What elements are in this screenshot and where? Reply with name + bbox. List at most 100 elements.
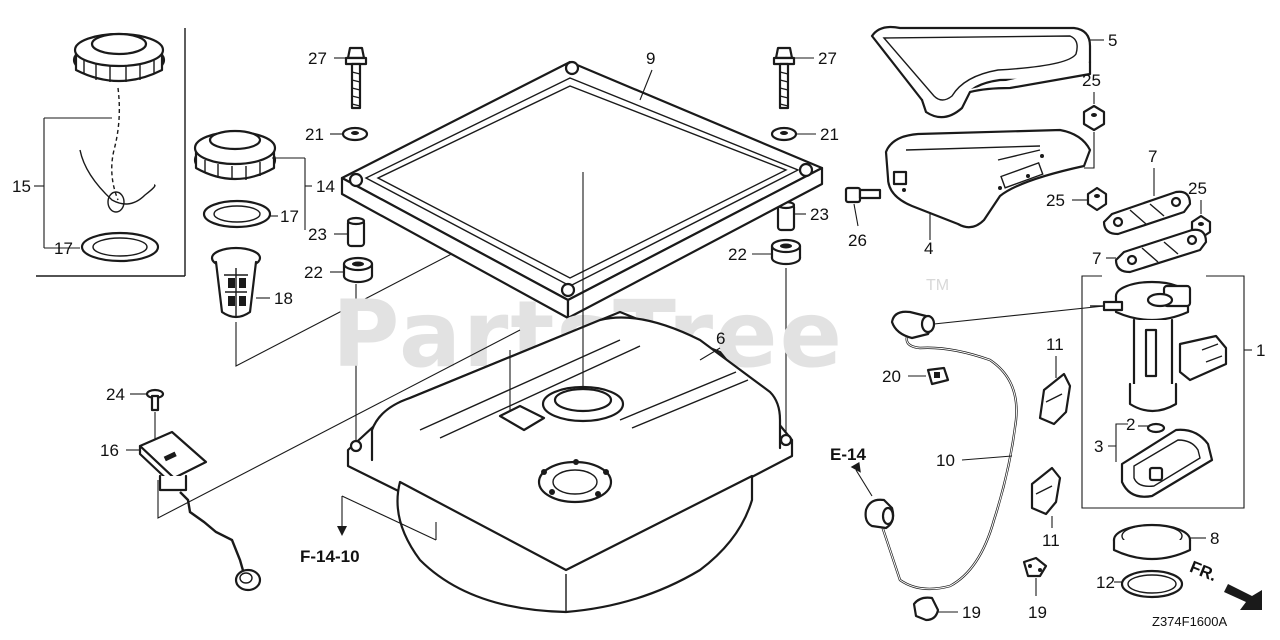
- callout-2: 2: [1126, 415, 1148, 434]
- hose-clip-upper-part[interactable]: [1038, 372, 1072, 426]
- pump-bracket-cover-part[interactable]: [884, 128, 1092, 229]
- hose-clip-lower-part[interactable]: [1030, 466, 1062, 516]
- callout-25-top: 25: [1082, 71, 1101, 104]
- screw-24-part[interactable]: [145, 388, 165, 412]
- svg-text:18: 18: [274, 289, 293, 308]
- clamp-bracket-upper-part[interactable]: [1102, 190, 1192, 236]
- o-ring-part[interactable]: [1146, 422, 1166, 434]
- svg-text:23: 23: [308, 225, 327, 244]
- grommet-left-part[interactable]: [342, 256, 374, 284]
- svg-text:19: 19: [1028, 603, 1047, 622]
- svg-text:FR.: FR.: [1187, 557, 1220, 585]
- callout-12: 12: [1096, 573, 1122, 592]
- fuel-cap-part[interactable]: [193, 129, 277, 181]
- fuel-hose-part[interactable]: [878, 310, 1018, 591]
- svg-text:1: 1: [1256, 341, 1265, 360]
- svg-text:2: 2: [1126, 415, 1135, 434]
- svg-text:20: 20: [882, 367, 901, 386]
- svg-text:15: 15: [12, 177, 31, 196]
- callout-22-left: 22: [304, 263, 344, 282]
- callout-8: 8: [1190, 529, 1219, 548]
- nut-left-part[interactable]: [1086, 186, 1108, 212]
- bolt-right-part[interactable]: [772, 46, 796, 110]
- callout-5: 5: [1090, 31, 1117, 50]
- hose-clip-20-part[interactable]: [926, 366, 950, 386]
- callout-15: 15: [12, 117, 112, 249]
- svg-text:E-14: E-14: [830, 445, 866, 464]
- grommet-right-part[interactable]: [770, 238, 802, 266]
- fuel-tank-tray-part[interactable]: [340, 60, 824, 320]
- bolt-left-part[interactable]: [344, 46, 368, 110]
- callout-23-left: 23: [308, 225, 348, 244]
- callout-14-17: 14 17: [270, 157, 335, 230]
- svg-text:8: 8: [1210, 529, 1219, 548]
- callout-26: 26: [848, 203, 867, 250]
- svg-text:21: 21: [305, 125, 324, 144]
- svg-text:23: 23: [810, 205, 829, 224]
- washer-right-part[interactable]: [770, 126, 798, 142]
- callout-11-lower: 11: [1042, 516, 1060, 550]
- callout-21-left: 21: [305, 125, 342, 144]
- svg-text:9: 9: [646, 49, 655, 68]
- callout-19-bottom: 19: [938, 603, 981, 622]
- fuel-pump-box: [1081, 275, 1245, 509]
- bolt-26-part[interactable]: [844, 186, 882, 204]
- tank-gasket-part[interactable]: [202, 199, 272, 229]
- svg-text:3: 3: [1094, 437, 1103, 456]
- svg-text:11: 11: [1042, 531, 1060, 550]
- front-direction-arrow: FR.: [1187, 557, 1262, 610]
- hose-connector-part[interactable]: [864, 498, 895, 530]
- fuel-tank-part[interactable]: [346, 310, 794, 614]
- callout-21-right: 21: [797, 125, 839, 144]
- svg-text:17: 17: [280, 207, 299, 226]
- svg-text:10: 10: [936, 451, 955, 470]
- svg-text:27: 27: [308, 49, 327, 68]
- callout-7-lower: 7: [1092, 249, 1116, 268]
- callout-25-left: 25: [1046, 191, 1088, 210]
- pump-gasket-part[interactable]: [1120, 569, 1184, 599]
- collar-left-part[interactable]: [346, 216, 366, 248]
- hose-clamp-small-part[interactable]: [1022, 556, 1048, 578]
- svg-text:22: 22: [728, 245, 747, 264]
- svg-text:25: 25: [1046, 191, 1065, 210]
- svg-text:6: 6: [716, 329, 725, 348]
- callout-27-left: 27: [308, 49, 346, 68]
- hose-clamp-bottom-part[interactable]: [912, 596, 940, 622]
- reference-e-14: E-14: [830, 445, 873, 497]
- pump-seal-ring-part[interactable]: [1112, 523, 1192, 561]
- fuel-pump-part[interactable]: [1090, 280, 1228, 413]
- svg-text:12: 12: [1096, 573, 1115, 592]
- callout-18: 18: [274, 289, 293, 308]
- svg-text:F-14-10: F-14-10: [300, 547, 360, 566]
- callout-1: 1: [1244, 341, 1265, 360]
- fuel-strainer-part[interactable]: [210, 246, 270, 319]
- svg-text:14: 14: [316, 177, 335, 196]
- svg-text:25: 25: [1082, 71, 1101, 90]
- reference-f-14-10: F-14-10: [300, 495, 437, 566]
- cap-gasket-inset-part[interactable]: [80, 231, 160, 263]
- callout-10: 10: [936, 451, 1013, 470]
- callout-27-right: 27: [794, 49, 837, 68]
- svg-text:7: 7: [1092, 249, 1101, 268]
- callout-16: 16: [100, 441, 140, 460]
- svg-text:24: 24: [106, 385, 125, 404]
- fuel-cap-with-chain-part[interactable]: [72, 32, 166, 213]
- inset-box: [36, 28, 186, 277]
- svg-text:16: 16: [100, 441, 119, 460]
- svg-text:21: 21: [820, 125, 839, 144]
- callout-20: 20: [882, 367, 926, 386]
- svg-text:Z374F1600A: Z374F1600A: [1152, 614, 1227, 629]
- nut-top-part[interactable]: [1082, 104, 1106, 132]
- svg-text:TM: TM: [926, 277, 949, 294]
- callout-22-right: 22: [728, 245, 772, 264]
- fuel-filter-part[interactable]: [1120, 428, 1214, 498]
- callout-6: 6: [699, 329, 725, 361]
- fuel-tank-cover-part[interactable]: [870, 25, 1092, 119]
- washer-left-part[interactable]: [341, 126, 369, 142]
- callout-7-upper: 7: [1148, 147, 1157, 196]
- svg-text:7: 7: [1148, 147, 1157, 166]
- clamp-bracket-lower-part[interactable]: [1114, 228, 1208, 274]
- drawing-code: Z374F1600A: [1152, 614, 1227, 629]
- fuel-level-sender-part[interactable]: [138, 430, 262, 592]
